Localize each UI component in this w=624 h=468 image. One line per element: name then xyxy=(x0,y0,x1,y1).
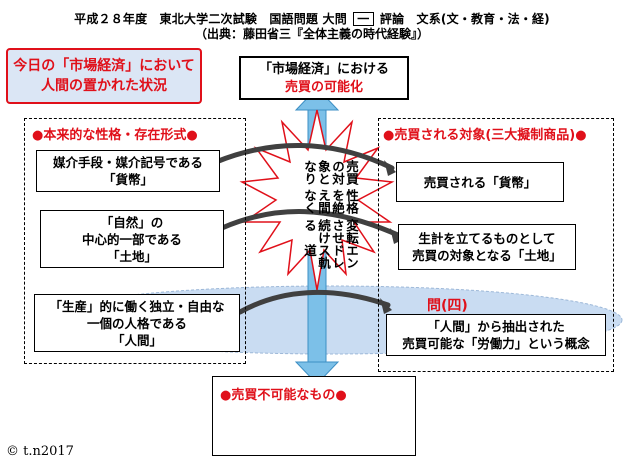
left-item-land: 「自然」の 中心的一部である 「土地」 xyxy=(40,210,224,268)
market-line-2: 売買の可能化 xyxy=(284,80,363,95)
theme-box: 今日の「市場経済」において 人間の置かれた状況 xyxy=(6,48,202,104)
market-line-1: 「市場経済」における xyxy=(258,62,389,77)
header-title: 平成２８年度 東北大学二次試験 国語問題 大問 一 評論 文系(文・教育・法・経… xyxy=(0,12,624,26)
left-item-human-line-1: 「生産」的に働く独立・自由な xyxy=(49,299,225,314)
bottom-box-heading: ●売買不可能なもの● xyxy=(220,388,347,403)
right-item-land-line-1: 生計を立てるものとして xyxy=(418,231,556,246)
header-source: （出典：藤田省三『全体主義の時代経験』） xyxy=(194,27,429,41)
right-item-land-line-2: 売買の対象となる「土地」 xyxy=(412,248,562,263)
market-box: 「市場経済」における 売買の可能化 xyxy=(239,56,409,100)
left-item-human-line-3: 「人間」 xyxy=(111,333,162,348)
bottom-box xyxy=(212,376,416,456)
right-item-money: 売買される「貨幣」 xyxy=(396,162,564,202)
left-item-money-line-2: 「貨幣」 xyxy=(102,172,153,187)
left-item-land-line-1: 「自然」の xyxy=(100,215,164,230)
right-item-labor: 「人間」から抽出された 売買可能な「労働力」という概念 xyxy=(386,314,606,356)
copyright: © t.n2017 xyxy=(6,444,74,459)
burst-col-2: 性格を絶え間なく xyxy=(302,189,359,215)
right-item-money-line-1: 売買される「貨幣」 xyxy=(423,175,537,190)
header-title-prefix: 平成２８年度 東北大学二次試験 国語問題 大問 xyxy=(74,12,347,26)
connector-curves xyxy=(213,143,401,315)
left-group-frame xyxy=(24,118,246,364)
right-group-heading: ●売買される対象(三大擬制商品)● xyxy=(383,128,587,143)
theme-line-2: 人間の置かれた状況 xyxy=(41,78,167,94)
left-item-human-line-2: 一個の人格である xyxy=(87,316,187,331)
right-item-labor-line-1: 「人間」から抽出された xyxy=(427,319,565,334)
right-item-land: 生計を立てるものとして 売買の対象となる「土地」 xyxy=(398,224,576,270)
burst-col-1: 売買の対象となり xyxy=(302,160,359,185)
theme-line-1: 今日の「市場経済」において xyxy=(13,58,195,74)
burst-col-3: 変転させ続ける xyxy=(302,218,359,244)
left-item-human: 「生産」的に働く独立・自由な 一個の人格である 「人間」 xyxy=(34,294,240,352)
left-item-money: 媒介手段・媒介記号である 「貨幣」 xyxy=(36,150,220,192)
left-item-land-line-3: 「土地」 xyxy=(106,249,157,264)
left-item-money-line-1: 媒介手段・媒介記号である xyxy=(53,155,203,170)
right-item-labor-line-2: 売買可能な「労働力」という概念 xyxy=(402,336,590,351)
center-burst-text: 売買の対象となり 性格を絶え間なく 変転させ続ける エンドレス軌道 xyxy=(276,160,359,270)
question-label: 問(四) xyxy=(427,298,468,314)
question-number: 一 xyxy=(353,12,374,26)
header-title-suffix: 評論 文系(文・教育・法・経) xyxy=(379,12,550,26)
right-group-frame xyxy=(378,118,614,372)
left-item-land-line-2: 中心的一部である xyxy=(82,232,182,247)
burst-col-4: エンドレス軌道 xyxy=(302,244,359,270)
left-group-heading: ●本来的な性格・存在形式● xyxy=(32,128,198,143)
